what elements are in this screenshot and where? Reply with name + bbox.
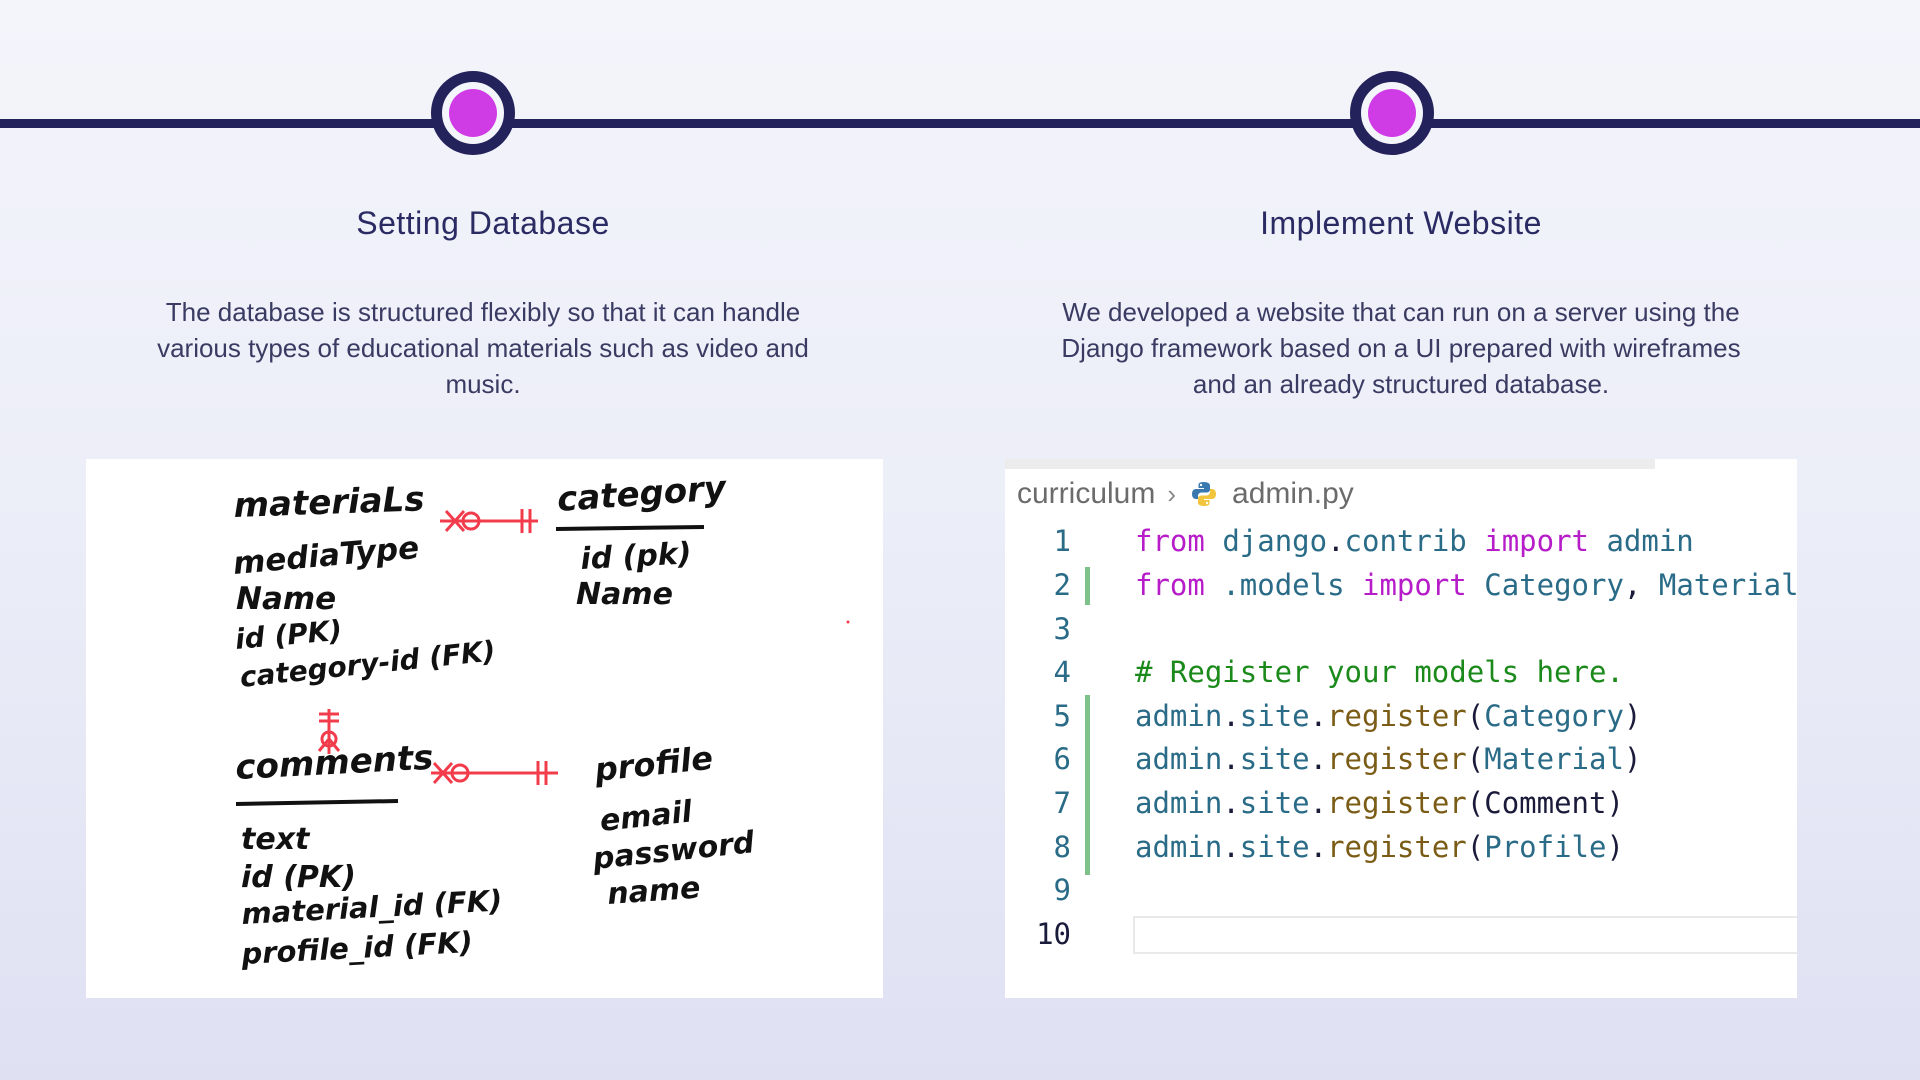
code-line[interactable]: 5 admin.site.register(Category) [1005, 699, 1797, 743]
step-title-implement-website: Implement Website [1260, 205, 1542, 241]
code-text: admin.site.register(Category) [1135, 699, 1642, 733]
relation-materials-comments [317, 709, 341, 754]
erd-diagram: materiaLs mediaType Name id (PK) categor… [232, 468, 850, 971]
line-number: 3 [1053, 612, 1071, 646]
breadcrumb-file[interactable]: admin.py [1232, 477, 1354, 510]
code-line[interactable]: 2 from .models import Category, Material [1005, 568, 1797, 612]
materials-field: mediaType [232, 530, 421, 582]
category-field: Name [576, 577, 673, 612]
code-line[interactable]: 6 admin.site.register(Material) [1005, 742, 1797, 786]
materials-field: id (PK) [234, 614, 344, 656]
line-number: 1 [1053, 524, 1071, 558]
code-text: from django.contrib import admin [1135, 524, 1694, 558]
line-number: 5 [1053, 699, 1071, 733]
profile-field: name [606, 871, 701, 912]
line-number: 10 [1036, 917, 1071, 951]
breadcrumb: curriculum › admin.py [1017, 477, 1354, 511]
relation-comments-profile [431, 761, 558, 785]
code-line[interactable]: 9 [1005, 873, 1797, 917]
code-line[interactable]: 3 [1005, 612, 1797, 656]
comments-field: profile_id (FK) [240, 925, 474, 971]
step-title-setting-database: Setting Database [356, 205, 610, 241]
code-text: admin.site.register(Profile) [1135, 830, 1624, 864]
git-change-marker [1085, 695, 1090, 875]
code-line[interactable]: 1 from django.contrib import admin [1005, 524, 1797, 568]
chevron-right-icon: › [1167, 478, 1177, 509]
line-number: 8 [1053, 830, 1071, 864]
current-line-highlight [1133, 916, 1797, 954]
line-number: 9 [1053, 873, 1071, 907]
editor-tab-strip [1005, 459, 1655, 469]
code-line[interactable]: 4 # Register your models here. [1005, 655, 1797, 699]
comments-field: id (PK) [241, 860, 356, 895]
code-line[interactable]: 10 [1005, 917, 1797, 961]
line-number: 6 [1053, 742, 1071, 776]
python-icon [1192, 482, 1217, 506]
timeline-node-2 [1350, 71, 1434, 155]
category-field: id (pk) [580, 536, 693, 577]
code-line[interactable]: 7 admin.site.register(Comment) [1005, 786, 1797, 830]
code-comment: # Register your models here. [1135, 655, 1624, 689]
timeline-dot-icon [449, 89, 497, 137]
erd-diagram-image: materiaLs mediaType Name id (PK) categor… [86, 459, 883, 998]
step-description-implement-website: We developed a website that can run on a… [1061, 297, 1741, 399]
code-text: admin.site.register(Comment) [1135, 786, 1624, 820]
line-number: 4 [1053, 655, 1071, 689]
line-number: 2 [1053, 568, 1071, 602]
timeline-dot-icon [1368, 89, 1416, 137]
git-change-marker [1085, 567, 1090, 605]
line-number: 7 [1053, 786, 1071, 820]
materials-field: Name [236, 581, 336, 617]
code-text: from .models import Category, Material [1135, 568, 1797, 602]
timeline-line [0, 119, 1920, 128]
timeline-node-1 [431, 71, 515, 155]
entity-category-title: category [556, 468, 729, 520]
breadcrumb-folder[interactable]: curriculum [1017, 477, 1156, 510]
step-description-setting-database: The database is structured flexibly so t… [157, 297, 809, 399]
comments-field: text [241, 822, 311, 857]
code-editor: curriculum › admin.py 1 from django.cont… [1005, 459, 1797, 998]
entity-profile-title: profile [592, 739, 715, 789]
relation-materials-category [440, 509, 538, 533]
entity-comments-title: comments [234, 738, 434, 788]
entity-materials-title: materiaLs [233, 479, 425, 526]
code-line[interactable]: 8 admin.site.register(Profile) [1005, 830, 1797, 874]
code-text: admin.site.register(Material) [1135, 742, 1642, 776]
